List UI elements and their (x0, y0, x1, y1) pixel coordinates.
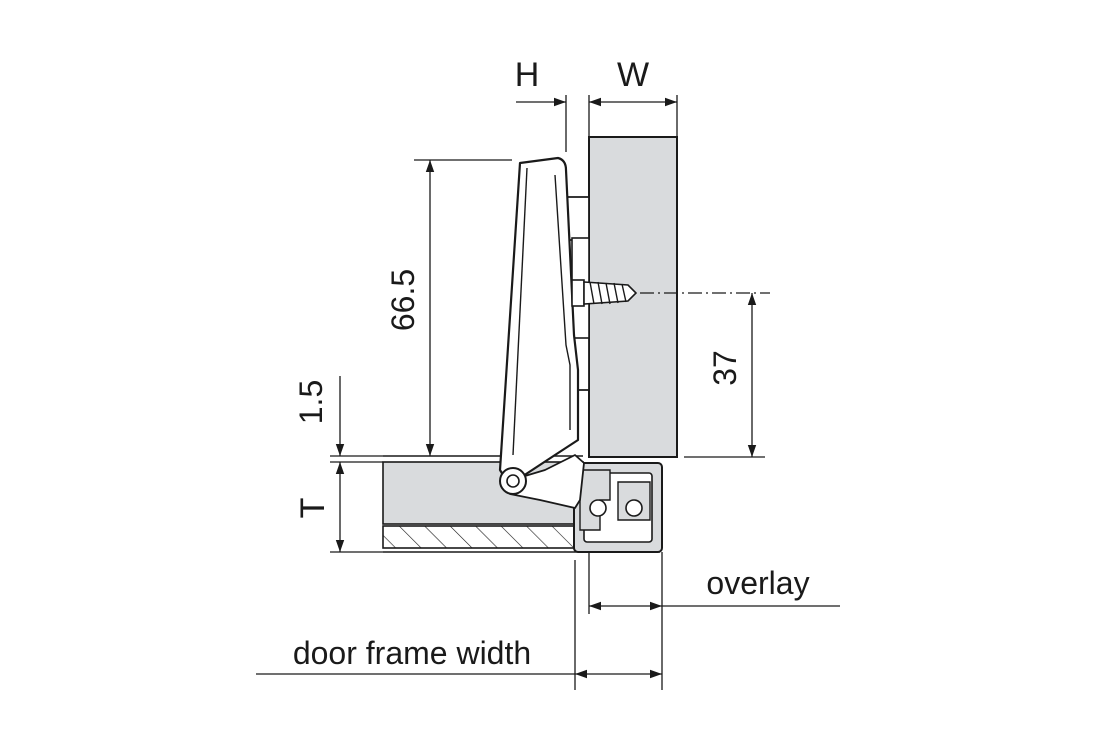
dimension-door-frame-width (256, 560, 662, 690)
dimension-66-5 (414, 159, 512, 456)
label-1-5: 1.5 (293, 380, 329, 424)
label-door-frame-width: door frame width (293, 635, 531, 671)
frame-screw-channel-left (589, 499, 607, 517)
dimension-overlay (588, 552, 840, 690)
dimension-h (516, 95, 567, 152)
label-66-5: 66.5 (385, 269, 421, 331)
label-h: H (515, 56, 540, 94)
dimension-37 (684, 293, 765, 458)
hinge-arm-inner-line (512, 167, 528, 456)
hinge-arm (498, 156, 580, 480)
door-glass-insert (382, 525, 602, 549)
dimension-t (330, 462, 383, 553)
dimension-w (588, 95, 678, 137)
hinge-arm-inner-line-2 (554, 174, 571, 430)
label-w: W (617, 56, 649, 94)
label-t: T (294, 498, 332, 519)
label-overlay: overlay (706, 565, 809, 601)
label-37: 37 (707, 350, 743, 386)
frame-screw-channel-right (625, 499, 643, 517)
aluminium-frame-profile (573, 462, 663, 553)
mounting-screw (571, 279, 638, 307)
hinge-linkage (504, 454, 585, 509)
hinge-pivot-inner (506, 474, 520, 488)
dimension-1-5 (330, 376, 383, 463)
